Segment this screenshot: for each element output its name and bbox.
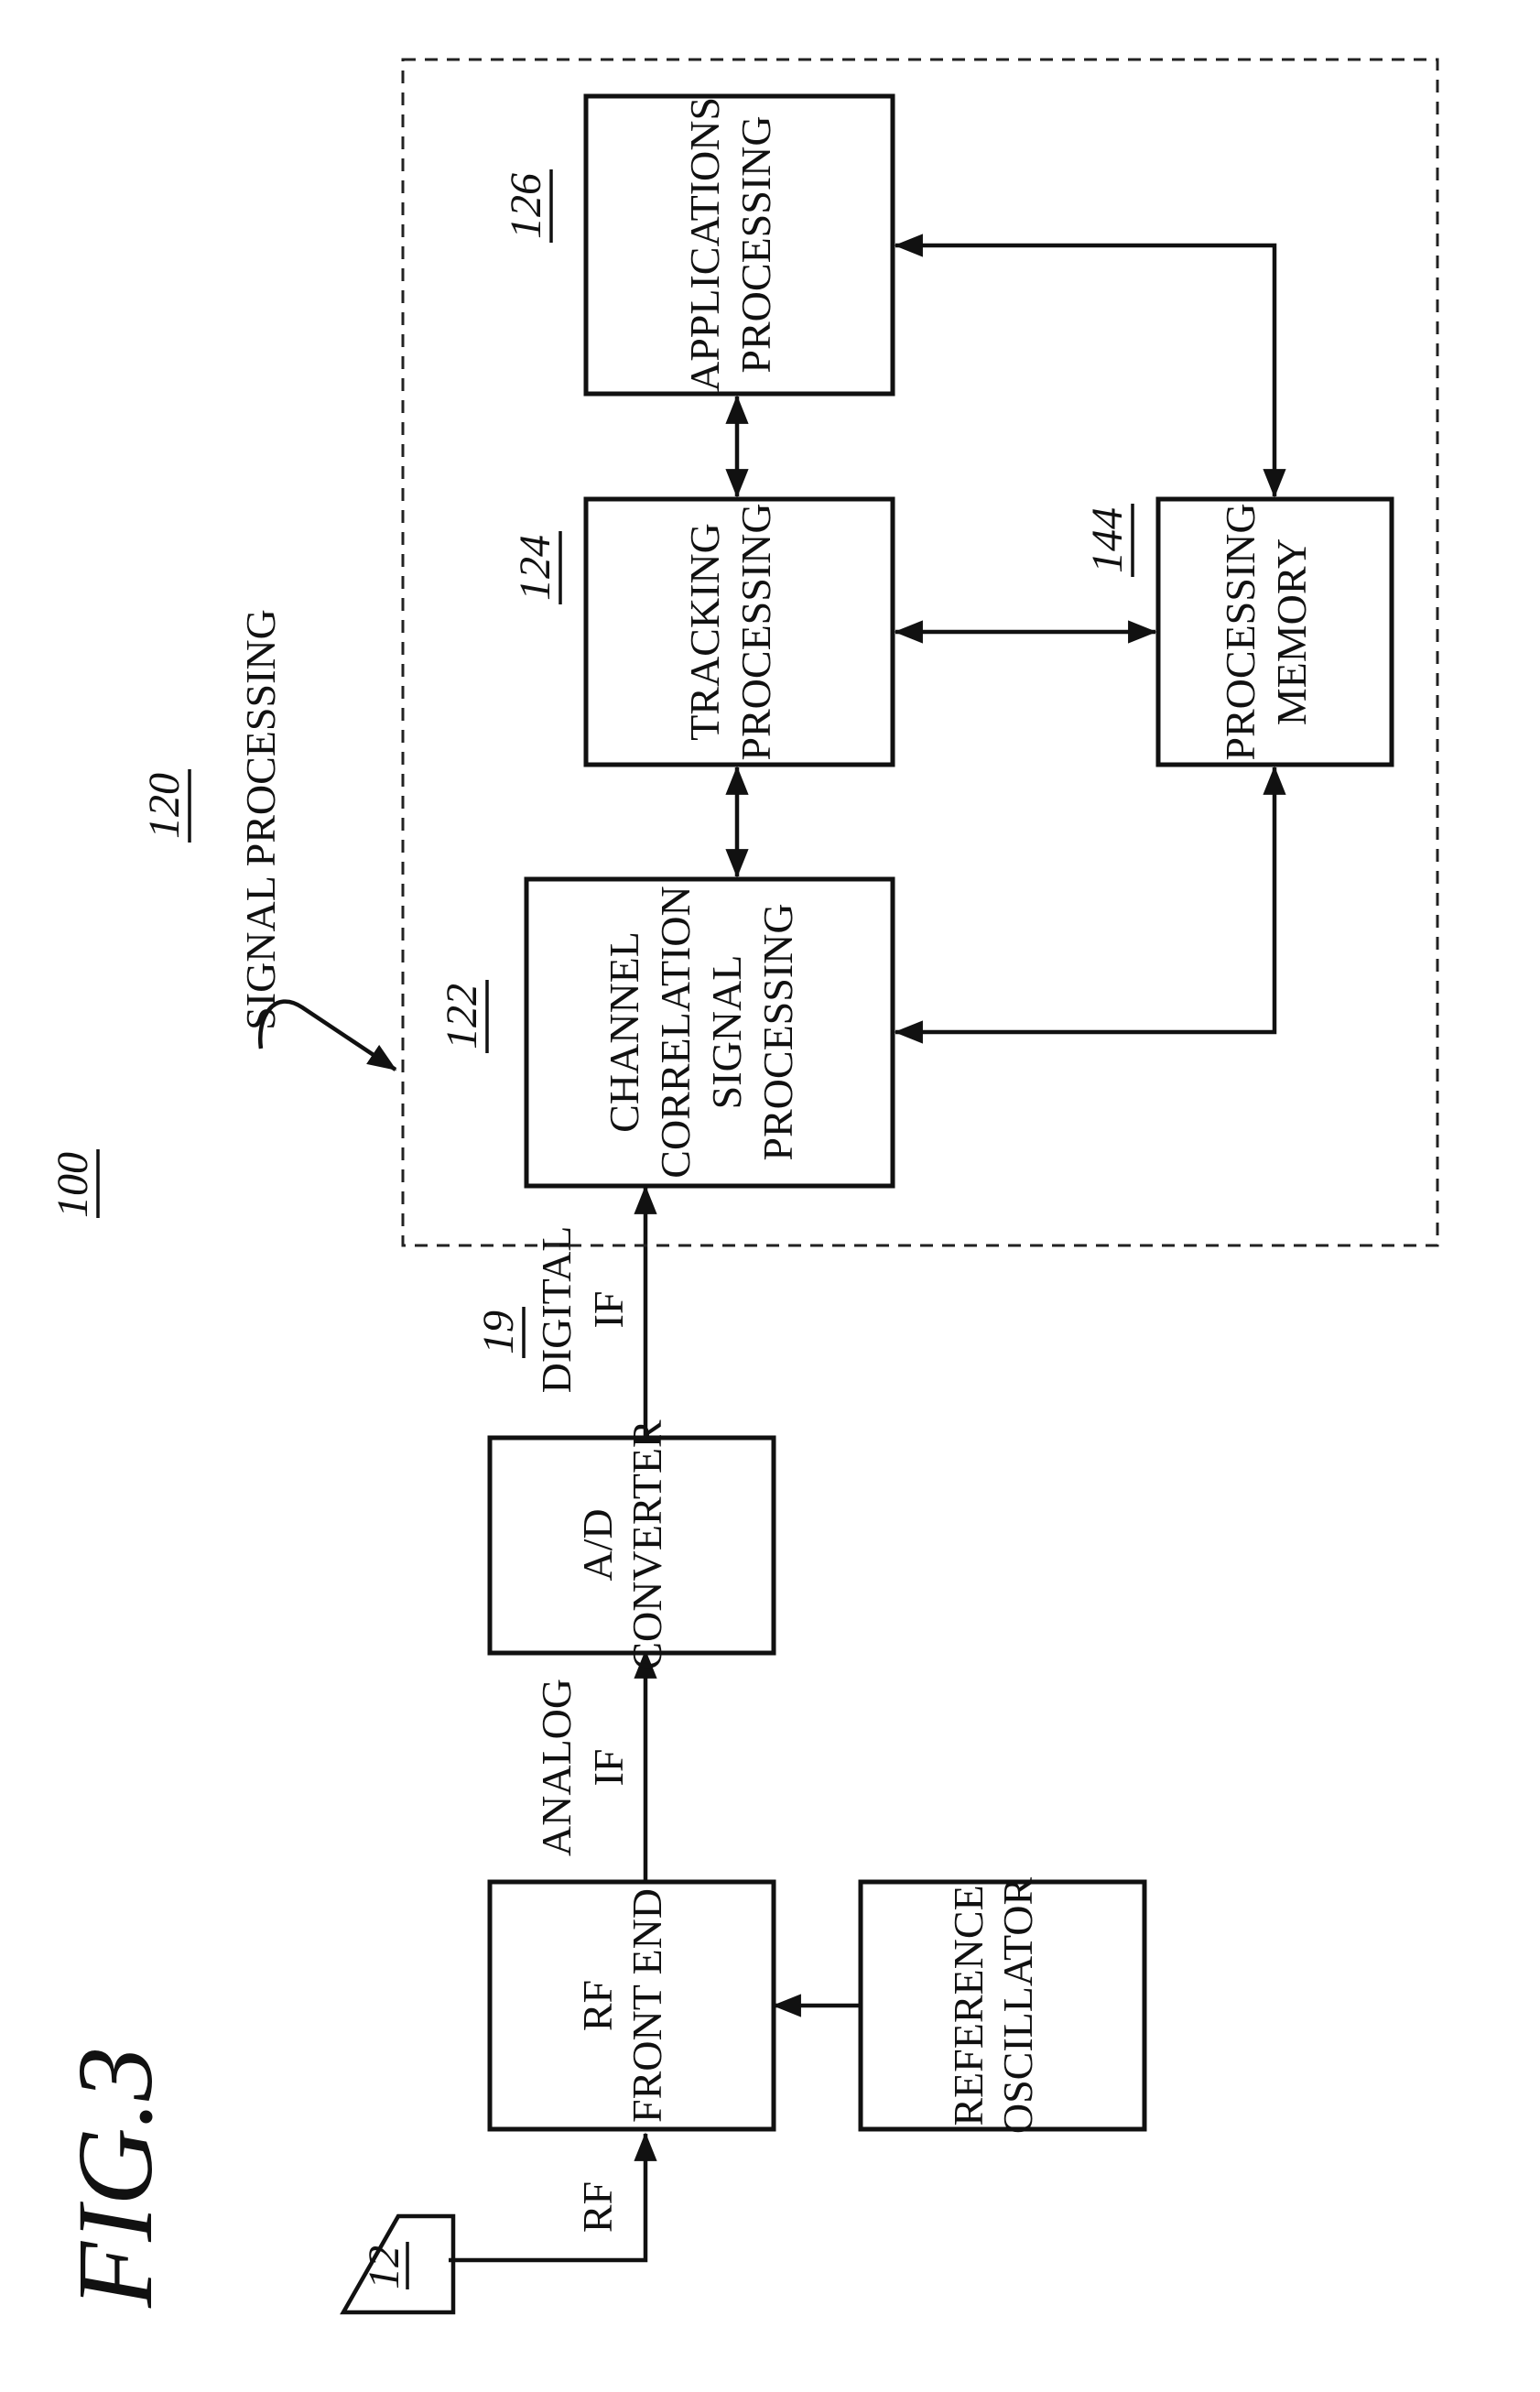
svg-text:12: 12	[360, 2245, 408, 2289]
applications-processing-block: APPLICATIONS PROCESSING	[586, 96, 893, 394]
svg-text:PROCESSING: PROCESSING	[754, 903, 801, 1160]
channel-correlation-block: CHANNEL CORRELATION SIGNAL PROCESSING	[526, 879, 893, 1186]
svg-text:144: 144	[1083, 507, 1132, 573]
svg-text:IF: IF	[585, 1291, 632, 1329]
signal-processing-ref-120: 120	[140, 769, 190, 843]
svg-text:OSCILLATOR: OSCILLATOR	[994, 1877, 1041, 2135]
svg-text:PROCESSING: PROCESSING	[732, 115, 779, 373]
svg-text:REFERENCE: REFERENCE	[945, 1885, 992, 2126]
channel-memory-link	[895, 767, 1274, 1032]
applications-memory-link	[895, 245, 1274, 496]
svg-text:RF: RF	[574, 1980, 621, 2031]
svg-text:120: 120	[140, 773, 189, 839]
svg-text:RF: RF	[574, 2181, 621, 2233]
svg-text:PROCESSING: PROCESSING	[1217, 503, 1263, 760]
svg-text:DIGITAL: DIGITAL	[533, 1226, 580, 1394]
svg-text:ANALOG: ANALOG	[533, 1679, 580, 1856]
svg-text:124: 124	[511, 535, 559, 601]
channel-correlation-ref-122: 122	[438, 980, 487, 1053]
svg-text:19: 19	[474, 1310, 523, 1354]
svg-text:122: 122	[438, 984, 486, 1049]
reference-oscillator-block: REFERENCE OSCILLATOR	[861, 1877, 1144, 2135]
svg-text:126: 126	[502, 173, 550, 239]
svg-text:100: 100	[49, 1152, 97, 1218]
tracking-processing-block: TRACKING PROCESSING	[586, 499, 893, 765]
svg-text:IF: IF	[585, 1749, 632, 1787]
antenna-ref-12: 12	[360, 2242, 408, 2289]
tracking-ref-124: 124	[511, 531, 560, 604]
svg-text:FIG.3: FIG.3	[55, 2047, 175, 2309]
svg-text:CORRELATION: CORRELATION	[652, 886, 699, 1178]
signal-processing-label: SIGNAL PROCESSING	[237, 609, 284, 1030]
svg-text:TRACKING: TRACKING	[681, 523, 728, 741]
digital-if-label: DIGITAL IF	[533, 1226, 632, 1394]
svg-text:PROCESSING: PROCESSING	[732, 503, 779, 760]
rf-front-end-block: RF FRONT END	[490, 1882, 774, 2129]
figure-label: FIG.3	[55, 2047, 175, 2309]
analog-if-label: ANALOG IF	[533, 1679, 632, 1856]
memory-ref-144: 144	[1083, 504, 1133, 577]
applications-ref-126: 126	[502, 169, 551, 243]
ad-converter-block: A/D CONVERTER	[490, 1419, 774, 1670]
svg-text:APPLICATIONS: APPLICATIONS	[681, 97, 728, 392]
svg-text:A/D: A/D	[574, 1508, 621, 1581]
svg-text:SIGNAL: SIGNAL	[703, 955, 750, 1110]
svg-text:FRONT END: FRONT END	[624, 1888, 670, 2123]
svg-text:CHANNEL: CHANNEL	[601, 931, 647, 1133]
rf-label: RF	[574, 2181, 621, 2233]
processing-memory-block: PROCESSING MEMORY	[1158, 499, 1392, 765]
digital-if-ref-19: 19	[474, 1307, 524, 1358]
svg-text:CONVERTER: CONVERTER	[624, 1419, 670, 1670]
svg-text:SIGNAL PROCESSING: SIGNAL PROCESSING	[237, 609, 284, 1030]
svg-text:MEMORY: MEMORY	[1268, 538, 1315, 725]
figure-ref-100: 100	[49, 1149, 98, 1218]
